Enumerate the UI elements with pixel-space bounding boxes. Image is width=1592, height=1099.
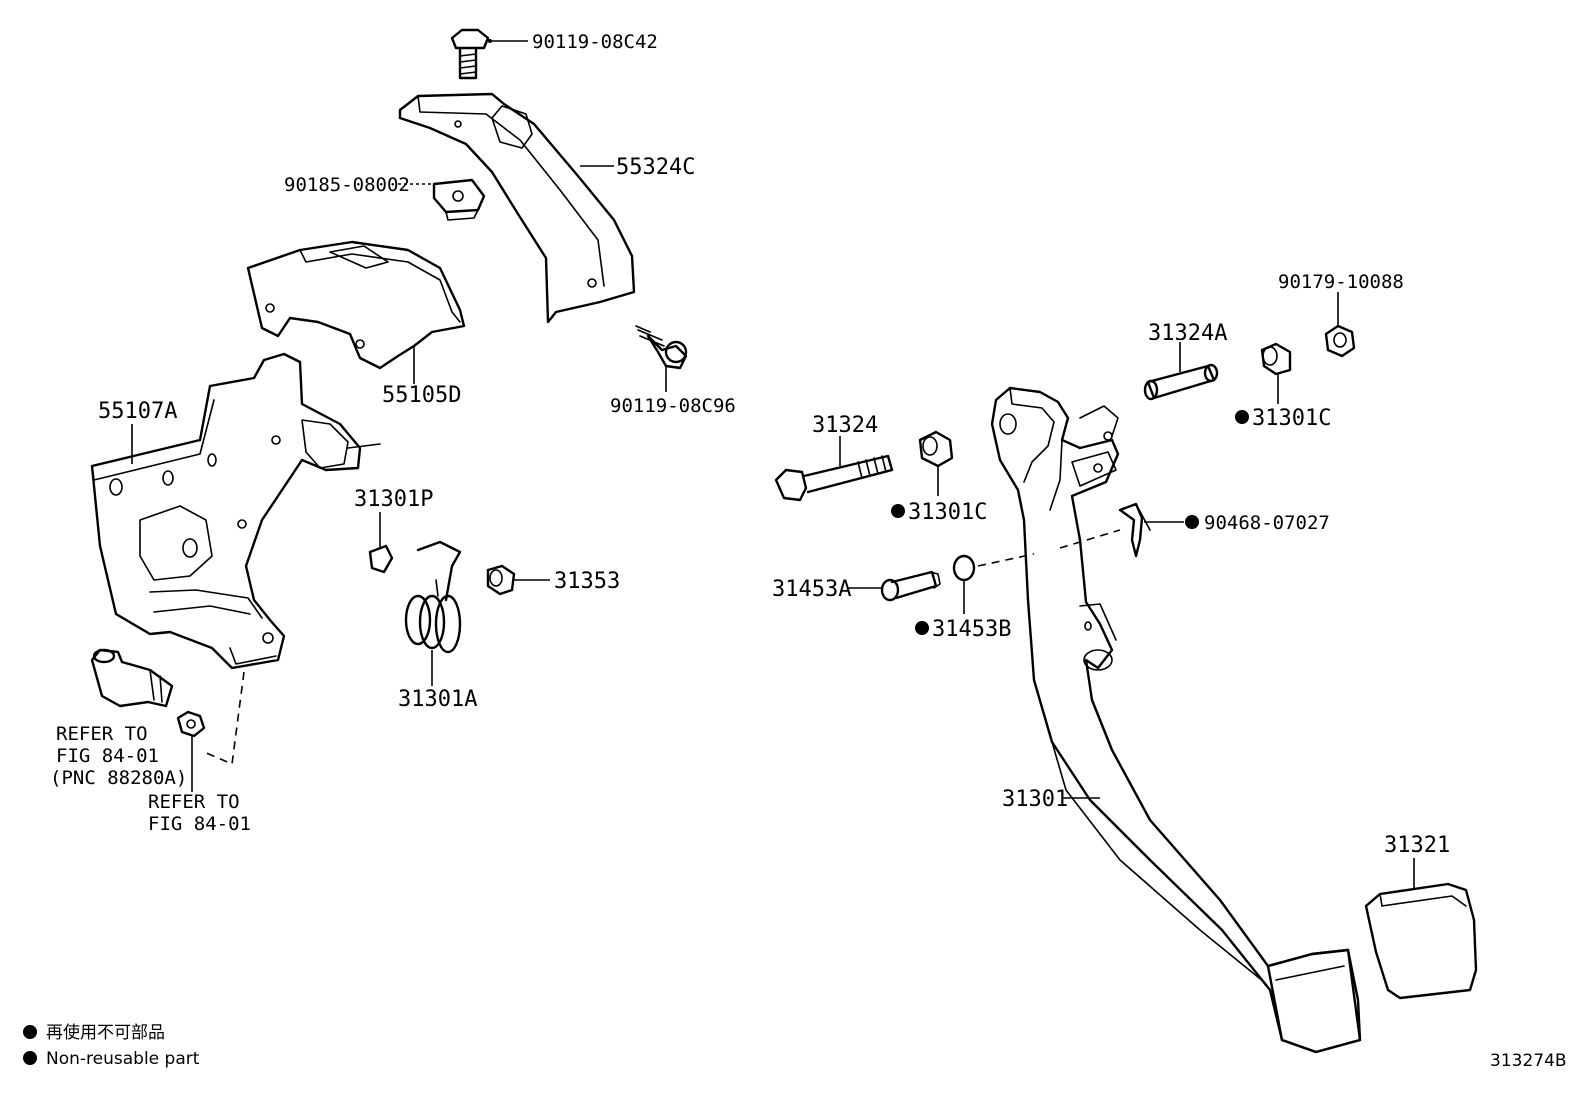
label-31324A: 31324A (1148, 321, 1227, 346)
nut-90179-10088-drawing (1324, 324, 1356, 358)
bushing-31301C-mid-drawing (918, 430, 954, 468)
label-55107A: 55107A (98, 399, 177, 424)
bolt-31324-drawing (774, 454, 894, 502)
spring-31301A-drawing (404, 540, 462, 654)
clip-31453B-drawing (952, 554, 976, 582)
support-55107A-drawing (90, 352, 381, 670)
clip-nut-90185-08002-drawing (432, 178, 486, 221)
bolt-90119-08C96-drawing (635, 325, 688, 370)
refer1-line3: (PNC 88280A) (50, 767, 187, 789)
label-90179-10088: 90179-10088 (1278, 271, 1404, 293)
label-90119-08C96: 90119-08C96 (610, 395, 736, 417)
refer1-line1: REFER TO (56, 723, 148, 745)
refer2-line2: FIG 84-01 (148, 813, 251, 835)
refer2-line1: REFER TO (148, 791, 240, 813)
pedal-pad-31321-drawing (1364, 882, 1478, 1000)
bushing-31353-drawing (486, 564, 516, 596)
switch-drawing (90, 648, 206, 738)
bushing-31301C-right-drawing (1260, 342, 1292, 376)
cover-55105D-drawing (246, 240, 466, 370)
label-31353: 31353 (554, 569, 620, 594)
label-31301: 31301 (1002, 787, 1068, 812)
nonreusable-dot-90468-07027 (1185, 515, 1199, 529)
refer1-line2: FIG 84-01 (56, 745, 159, 767)
label-31301C-mid: 31301C (908, 500, 987, 525)
dashed-line-clip (1059, 529, 1121, 549)
label-55105D: 55105D (382, 383, 461, 408)
bolt-90119-08C42-drawing (450, 28, 490, 80)
label-90119-08C42: 90119-08C42 (532, 31, 658, 53)
pin-31453A-drawing (880, 570, 941, 602)
label-31301P: 31301P (354, 487, 433, 512)
legend-line-2: Non-reusable part (46, 1049, 200, 1069)
legend-line-1: 再使用不可部品 (46, 1022, 165, 1043)
label-90468-07027: 90468-07027 (1204, 512, 1330, 534)
label-31453B: 31453B (932, 617, 1011, 642)
nonreusable-dot-31453B (915, 621, 929, 635)
label-31301C-right: 31301C (1252, 406, 1331, 431)
diagram-id: 313274B (1490, 1051, 1567, 1071)
label-31453A: 31453A (772, 577, 851, 602)
label-31301A: 31301A (398, 687, 477, 712)
nonreusable-dot-31301C-mid (891, 504, 905, 518)
label-55324C: 55324C (616, 155, 695, 180)
bracket-55324C-drawing (398, 92, 636, 324)
pedal-arm-31301-drawing (990, 386, 1362, 1054)
dashed-line-support-nut (203, 671, 245, 766)
nonreusable-dot-31301C-right (1235, 410, 1249, 424)
label-90185-08002: 90185-08002 (284, 174, 410, 196)
label-31324: 31324 (812, 413, 878, 438)
label-31321: 31321 (1384, 833, 1450, 858)
clip-90468-07027-drawing (1118, 502, 1151, 558)
legend-dot-1 (23, 1025, 37, 1039)
legend-dot-2 (23, 1051, 37, 1065)
clip-31301P-drawing (368, 544, 394, 574)
legend: 再使用不可部品 Non-reusable part (23, 1022, 200, 1069)
collar-31324A-drawing (1143, 363, 1219, 401)
